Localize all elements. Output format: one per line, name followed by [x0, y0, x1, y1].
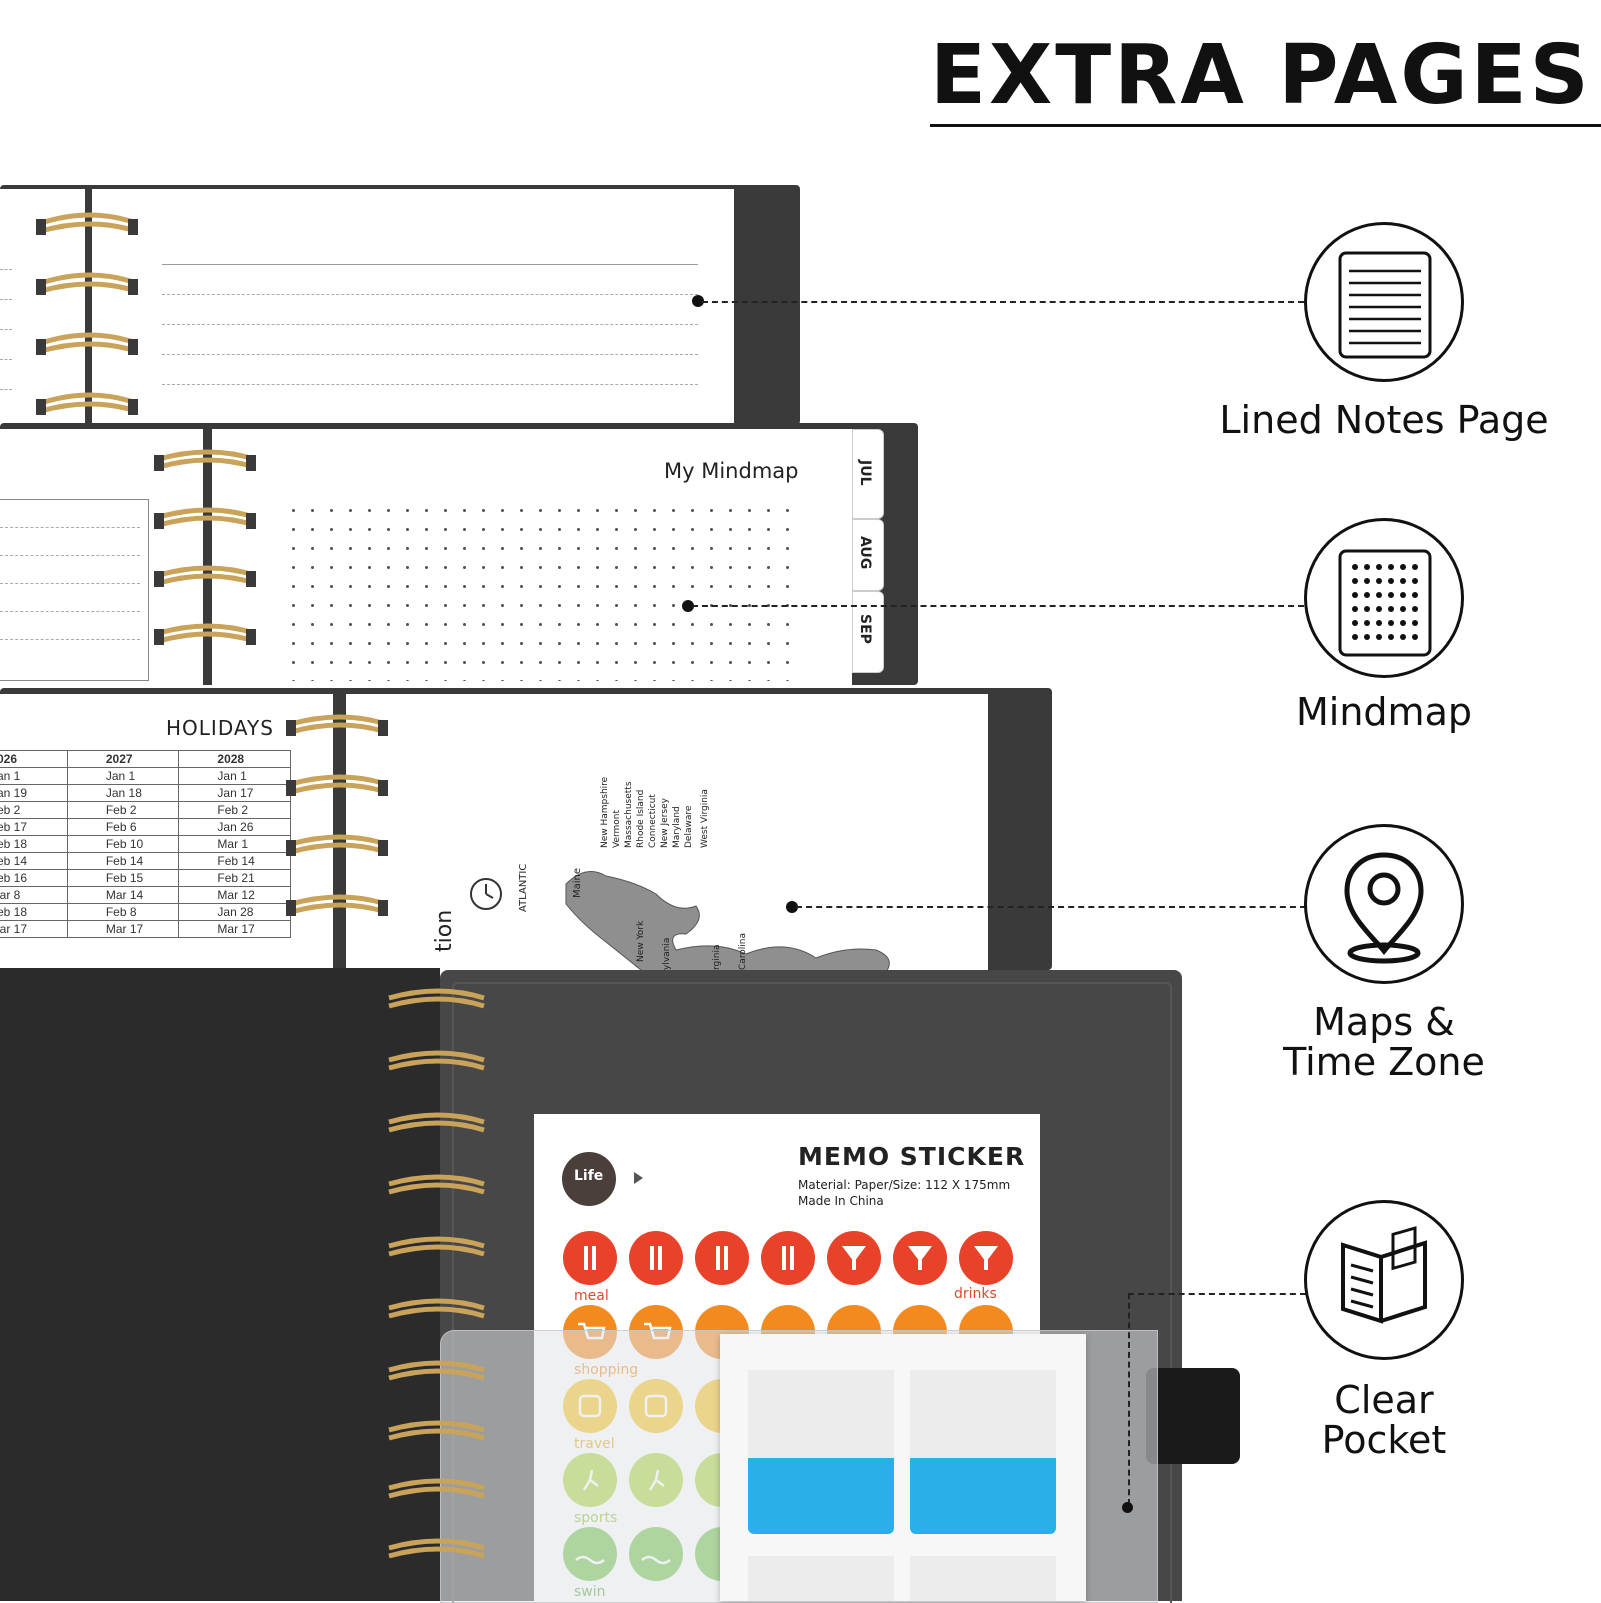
feature-label-maps-1: Maps &: [1313, 1000, 1455, 1044]
callout-dot-map: [786, 901, 798, 913]
feature-label-mindmap: Mindmap: [1296, 690, 1472, 734]
callout-dot-lined: [692, 295, 704, 307]
feature-label-pocket-1: Clear: [1334, 1378, 1434, 1422]
location-pin-icon: [1344, 852, 1424, 964]
mindmap-right-page: My Mindmap: [212, 429, 852, 685]
month-tab-aug[interactable]: AUG: [852, 519, 884, 591]
notebook-cover: Life MEMO STICKER Material: Paper/Size: …: [0, 968, 1240, 1603]
blue-flag-tab: [910, 1458, 1056, 1534]
us-map: [565, 871, 890, 970]
page-title: EXTRA PAGES: [930, 28, 1601, 127]
sticker-origin: Made In China: [798, 1194, 884, 1208]
feature-label-pocket-2: Pocket: [1321, 1418, 1447, 1462]
feature-mindmap: [1304, 518, 1464, 678]
life-badge: Life: [562, 1152, 616, 1206]
sticker-material: Material: Paper/Size: 112 X 175mm: [798, 1178, 1011, 1192]
spiral-binding: [36, 212, 138, 415]
sticker-title: MEMO STICKER: [798, 1142, 1026, 1171]
clock-icon: [470, 878, 502, 910]
dot-grid: [284, 501, 804, 681]
feature-maps: [1304, 824, 1464, 984]
month-tab-jul[interactable]: JUL: [852, 429, 884, 519]
state-labels: New Hampshire Vermont Massachusetts Rhod…: [600, 776, 710, 848]
spiral-binding: [154, 449, 256, 645]
callout-vline-pocket: [1128, 1293, 1130, 1505]
lined-page-icon: [1338, 251, 1432, 359]
ocean-label: ATLANTIC: [518, 863, 529, 912]
map-side-label: tion: [432, 909, 457, 952]
map-page: tion ATLANTIC Maine New York ylvania rgi…: [346, 694, 988, 970]
spiral-binding: [286, 714, 388, 916]
lined-right-page: [92, 189, 734, 425]
notebook-mindmap: My Mindmap JUL AUG SEP: [0, 423, 918, 685]
callout-line-map: [796, 906, 1306, 908]
callout-line-mindmap: [692, 605, 1304, 607]
feature-clear-pocket: [1304, 1200, 1464, 1360]
blue-flag-tab: [748, 1458, 894, 1534]
feature-label-lined: Lined Notes Page: [1219, 398, 1549, 442]
callout-line-lined: [702, 301, 1304, 303]
callout-line-pocket: [1128, 1293, 1306, 1295]
category-drinks: drinks: [954, 1286, 997, 1302]
holidays-title: HOLIDAYS: [166, 716, 274, 740]
back-cover: [0, 968, 440, 1601]
flag-tabs-card: [720, 1334, 1086, 1601]
elastic-strap[interactable]: [1146, 1368, 1240, 1464]
callout-dot-mindmap: [682, 600, 694, 612]
mindmap-left-page: [0, 429, 203, 685]
meal-stickers: [563, 1231, 1013, 1285]
feature-label-maps-2: Time Zone: [1283, 1040, 1485, 1084]
category-meal: meal: [574, 1288, 609, 1304]
dot-grid-icon: [1338, 549, 1432, 657]
mindmap-title: My Mindmap: [664, 459, 799, 483]
spiral-binding: [388, 988, 485, 1559]
play-icon: [634, 1172, 643, 1184]
notebook-lined: [0, 185, 800, 425]
feature-lined-notes: [1304, 222, 1464, 382]
month-tab-sep[interactable]: SEP: [852, 591, 884, 673]
open-book-icon: [1341, 1226, 1427, 1324]
callout-dot-pocket: [1122, 1502, 1133, 1513]
